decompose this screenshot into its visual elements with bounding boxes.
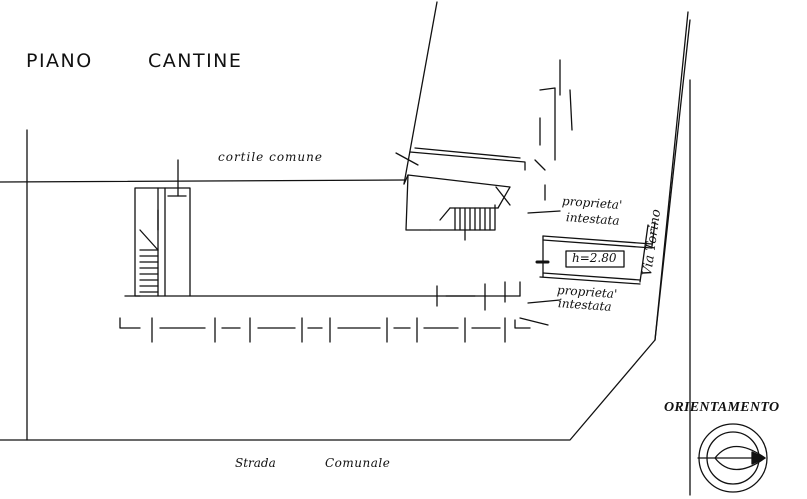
orientation-label: ORIENTAMENTO [664,400,780,415]
street-bottom-label-1: Strada [235,456,276,470]
street-boundary-line [0,19,691,441]
title-cantine: CANTINE [148,50,243,72]
street-bottom-label-2: Comunale [325,456,391,470]
cellar-room [527,221,656,304]
title-piano: PIANO [26,50,93,72]
corridor-marks-upper [436,281,521,311]
staircase-left [124,159,191,297]
corridor-lower-wall-dashed [119,317,549,343]
right-building-wall [654,11,689,341]
upper-partial-walls [527,59,573,214]
courtyard-boundary-line [0,179,406,183]
height-label: h=2.80 [572,251,617,265]
courtyard-label: cortile comune [218,150,323,164]
staircase-right [395,147,526,241]
compass-rose-icon [697,423,768,493]
upper-building-wall [403,1,438,185]
